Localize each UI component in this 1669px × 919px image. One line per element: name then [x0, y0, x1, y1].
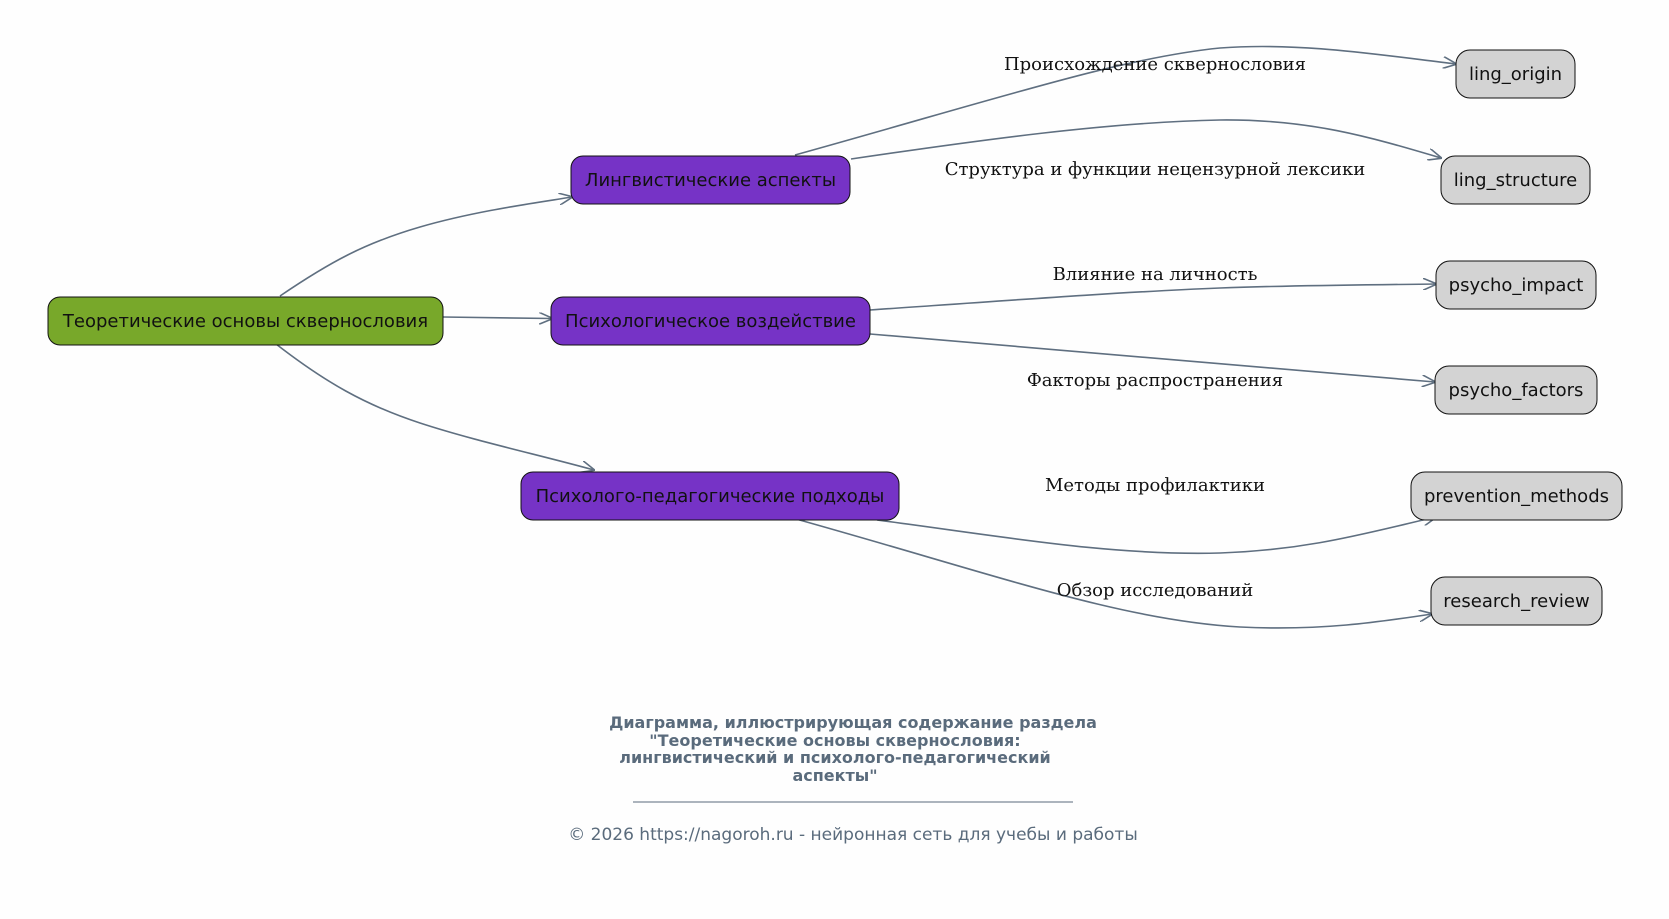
- node-psychological-impact-box: [550, 296, 871, 346]
- edge-root-ling: [279, 197, 572, 297]
- edge-label-ling-origin: Происхождение сквернословия: [1004, 54, 1306, 75]
- node-ling-structure[interactable]: ling_structure: [1440, 155, 1591, 205]
- edge-pedagog-research: [795, 518, 1432, 629]
- edge-root-psycho: [442, 317, 552, 319]
- caption-line-4: аспекты": [792, 766, 877, 785]
- node-pedagogical-approaches-box: [520, 471, 900, 521]
- node-research-review-box: [1430, 576, 1603, 626]
- node-ling-structure-label: ling_structure: [1454, 170, 1578, 191]
- node-root-box: [47, 296, 444, 346]
- edge-label-psycho-impact: Влияние на личность: [1053, 264, 1258, 285]
- node-psycho-factors-box: [1434, 365, 1598, 415]
- edge-label-psycho-factors: Факторы распространения: [1027, 370, 1283, 391]
- edge-psycho-factors: [869, 333, 1435, 382]
- node-root-label: Теоретические основы сквернословия: [62, 311, 428, 332]
- node-pedagogical-approaches[interactable]: Психолого-педагогические подходы: [520, 471, 900, 521]
- node-psychological-impact[interactable]: Психологическое воздействие: [550, 296, 871, 346]
- node-psycho-impact-box: [1435, 260, 1597, 310]
- edge-ling-structure: [850, 119, 1441, 159]
- edge-label-ling-structure: Структура и функции нецензурной лексики: [945, 159, 1366, 180]
- node-ling-origin-label: ling_origin: [1469, 64, 1562, 85]
- node-psychological-impact-label: Психологическое воздействие: [565, 311, 856, 332]
- edge-psycho-impact: [869, 284, 1436, 311]
- caption-line-2: "Теоретические основы сквернословия:: [649, 731, 1020, 750]
- node-linguistic-aspects[interactable]: Лингвистические аспекты: [570, 155, 851, 205]
- node-psycho-impact-label: psycho_impact: [1449, 275, 1584, 296]
- node-ling-origin-box: [1455, 49, 1576, 99]
- node-research-review-label: research_review: [1443, 591, 1589, 612]
- edge-ling-origin: [794, 45, 1456, 156]
- diagram-caption: Диаграмма, иллюстрирующая содержание раз…: [568, 713, 1138, 845]
- node-psycho-impact[interactable]: psycho_impact: [1435, 260, 1597, 310]
- node-prevention-methods[interactable]: prevention_methods: [1410, 471, 1623, 521]
- edge-label-pedagog-prevention: Методы профилактики: [1045, 475, 1265, 496]
- caption-line-3: лингвистический и психолого-педагогическ…: [619, 748, 1051, 767]
- node-pedagogical-approaches-label: Психолого-педагогические подходы: [536, 486, 885, 507]
- edge-root-pedagog: [275, 343, 594, 470]
- node-ling-structure-box: [1440, 155, 1591, 205]
- node-ling-origin[interactable]: ling_origin: [1455, 49, 1576, 99]
- node-research-review[interactable]: research_review: [1430, 576, 1603, 626]
- node-root[interactable]: Теоретические основы сквернословия: [47, 296, 444, 346]
- node-prevention-methods-label: prevention_methods: [1424, 486, 1609, 507]
- caption-line-1: Диаграмма, иллюстрирующая содержание раз…: [609, 713, 1097, 732]
- node-linguistic-aspects-label: Лингвистические аспекты: [585, 170, 836, 191]
- node-linguistic-aspects-box: [570, 155, 851, 205]
- node-prevention-methods-box: [1410, 471, 1623, 521]
- edge-label-pedagog-research: Обзор исследований: [1057, 580, 1254, 601]
- node-psycho-factors[interactable]: psycho_factors: [1434, 365, 1598, 415]
- copyright-text: © 2026 https://nagoroh.ru - нейронная се…: [568, 825, 1138, 845]
- edge-pedagog-prevention: [876, 517, 1436, 555]
- node-psycho-factors-label: psycho_factors: [1449, 380, 1584, 401]
